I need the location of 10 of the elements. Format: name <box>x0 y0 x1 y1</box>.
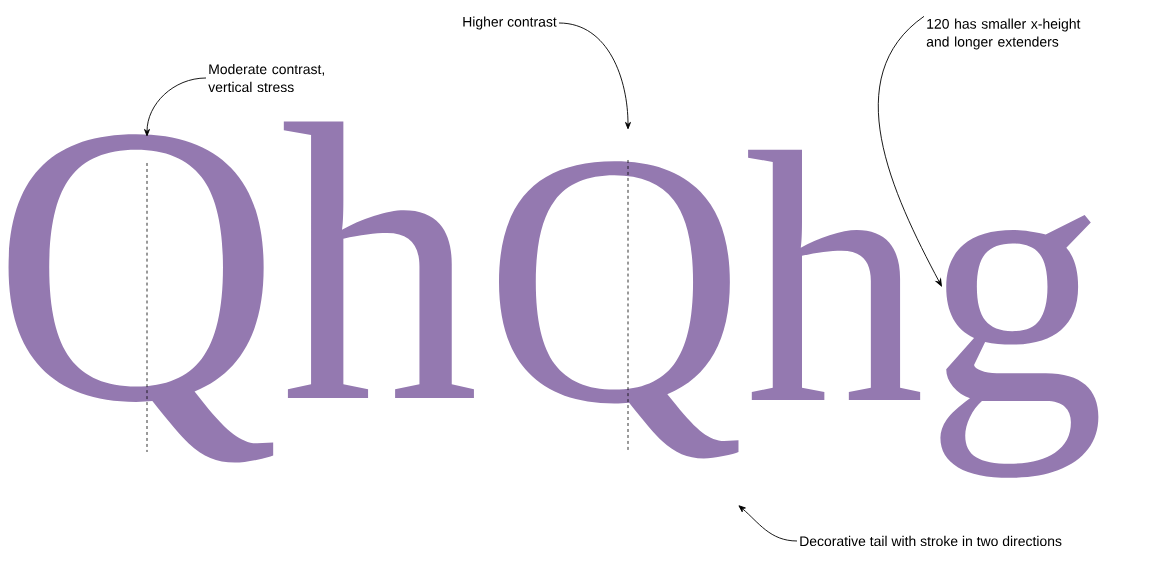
leader-line <box>558 22 631 130</box>
callout-text: Higher contrast <box>463 16 557 30</box>
callout-text: Decorative tail with stroke in two directions <box>800 535 1062 547</box>
leader-line <box>738 505 798 542</box>
leader-line <box>144 77 207 137</box>
leader-line <box>878 15 942 287</box>
callout-text: Moderate contrast, vertical stress <box>208 63 324 93</box>
specimen-glyphs: Qh <box>8 121 474 463</box>
specimen-glyphs: Qhg <box>499 149 1099 478</box>
callout-text: 120 has smaller x-height and longer extenders <box>926 18 1081 50</box>
